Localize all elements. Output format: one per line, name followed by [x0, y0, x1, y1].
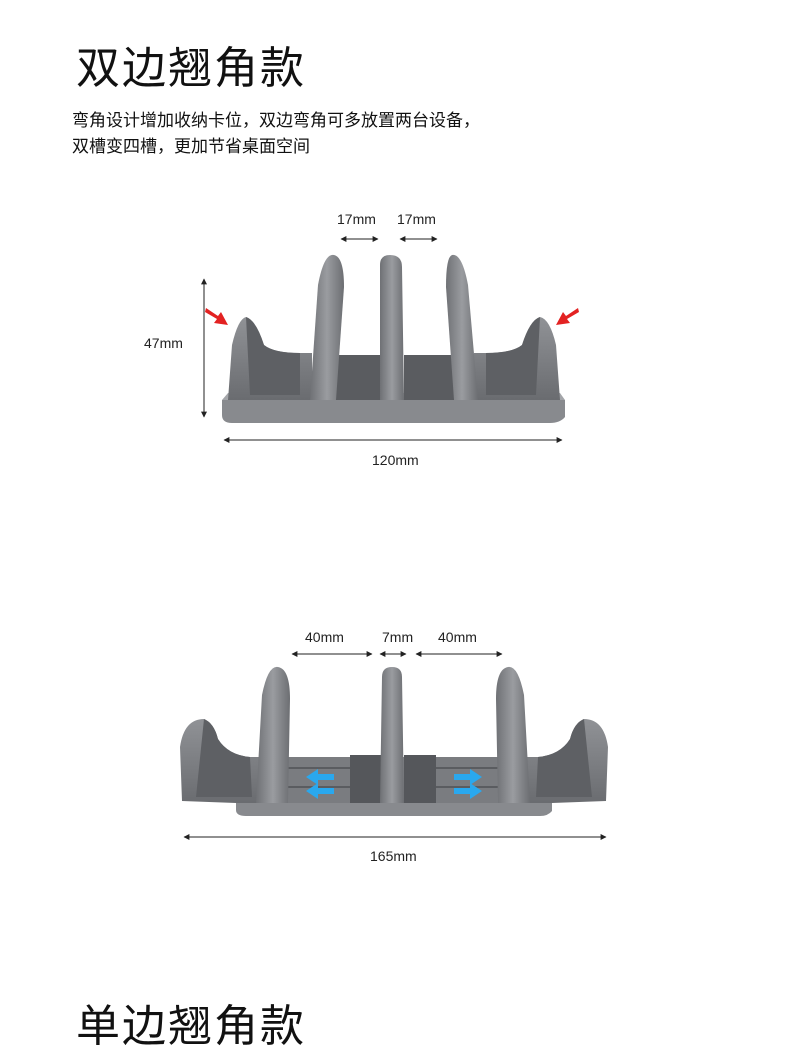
left-cradle-inner — [196, 719, 252, 797]
description-line-2: 双槽变四槽，更加节省桌面空间 — [72, 137, 310, 157]
red-arrow-right — [556, 308, 579, 325]
fin-left — [256, 666, 290, 803]
section-title-double: 双边翘角款 — [76, 43, 306, 94]
red-arrow-left — [205, 308, 228, 325]
dim-width: 120mm — [372, 452, 419, 465]
section-title-single: 单边翘角款 — [76, 1001, 306, 1052]
slot-floor-center-right — [404, 755, 436, 803]
fin-right — [496, 666, 530, 803]
dim-width: 165mm — [370, 848, 417, 864]
dim-slot-right: 17mm — [397, 211, 436, 227]
slot-floor-left — [332, 355, 382, 400]
slot-floor-center-left — [350, 755, 382, 803]
blue-arrow-left — [306, 769, 334, 799]
description: 弯角设计增加收纳卡位，双边弯角可多放置两台设备， 双槽变四槽，更加节省桌面空间 — [72, 108, 480, 160]
stand-diagram-120mm: 17mm 17mm 47mm 120mm — [144, 211, 579, 465]
fin-center — [380, 255, 404, 400]
right-cradle-inner — [536, 719, 592, 797]
dim-right: 40mm — [438, 629, 477, 645]
stand-base — [222, 400, 565, 423]
dim-slot-left: 17mm — [337, 211, 376, 227]
right-cradle-inner — [486, 317, 540, 395]
left-cradle-inner — [246, 317, 300, 395]
dim-middle: 7mm — [382, 629, 413, 645]
blue-arrow-right — [454, 769, 482, 799]
fin-center — [380, 667, 404, 803]
stand-base — [236, 803, 552, 816]
description-line-1: 弯角设计增加收纳卡位，双边弯角可多放置两台设备， — [72, 111, 480, 131]
fin-right — [446, 254, 478, 400]
slot-floor-right — [404, 355, 456, 400]
fin-left — [310, 254, 344, 400]
dim-height: 47mm — [144, 335, 183, 351]
stand-diagram-165mm: 40mm 7mm 40mm 165mm — [180, 629, 608, 864]
dim-left: 40mm — [305, 629, 344, 645]
